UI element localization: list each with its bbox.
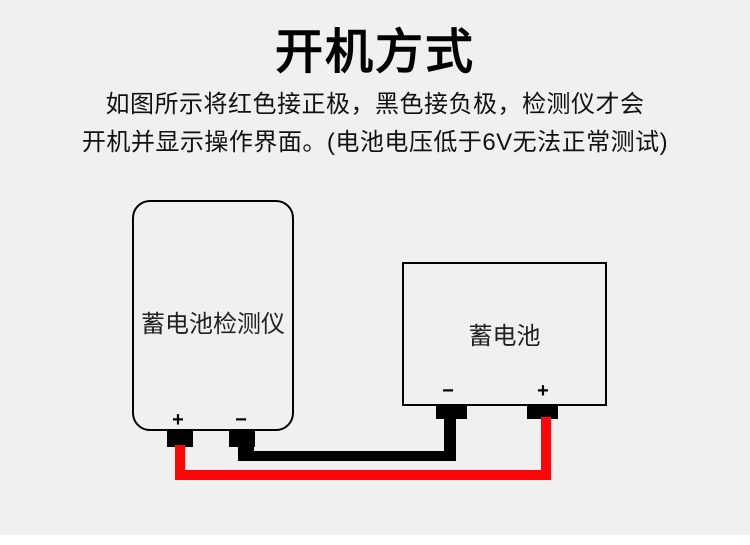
positive-wire-right-segment [541,417,551,480]
instructions: 如图所示将红色接正极，黑色接负极，检测仪才会 开机并显示操作界面。(电池电压低于… [0,86,750,162]
negative-wire-bottom-segment [238,451,456,461]
subtitle-line-2: 开机并显示操作界面。(电池电压低于6V无法正常测试) [81,129,669,156]
tester-plus-sign: + [172,409,184,431]
battery-minus-sign: − [442,380,454,402]
tester-label: 蓄电池检测仪 [141,311,285,338]
page-title: 开机方式 [274,26,475,79]
battery-plus-sign: + [537,380,549,402]
subtitle-line-1: 如图所示将红色接正极，黑色接负极，检测仪才会 [105,91,645,118]
battery-label: 蓄电池 [468,323,541,350]
battery-box: 蓄电池 [402,262,607,406]
battery-positive-terminal [527,404,558,419]
battery-negative-terminal [436,404,467,419]
tester-minus-sign: − [235,409,247,431]
bottom-white-strip [0,535,750,545]
negative-wire-right-segment [444,417,456,461]
positive-wire-bottom-segment [175,470,551,480]
tester-box: 蓄电池检测仪 [132,200,294,431]
tester-negative-terminal [229,431,255,447]
tester-positive-terminal [167,431,193,447]
positive-wire-left-segment [175,445,185,480]
